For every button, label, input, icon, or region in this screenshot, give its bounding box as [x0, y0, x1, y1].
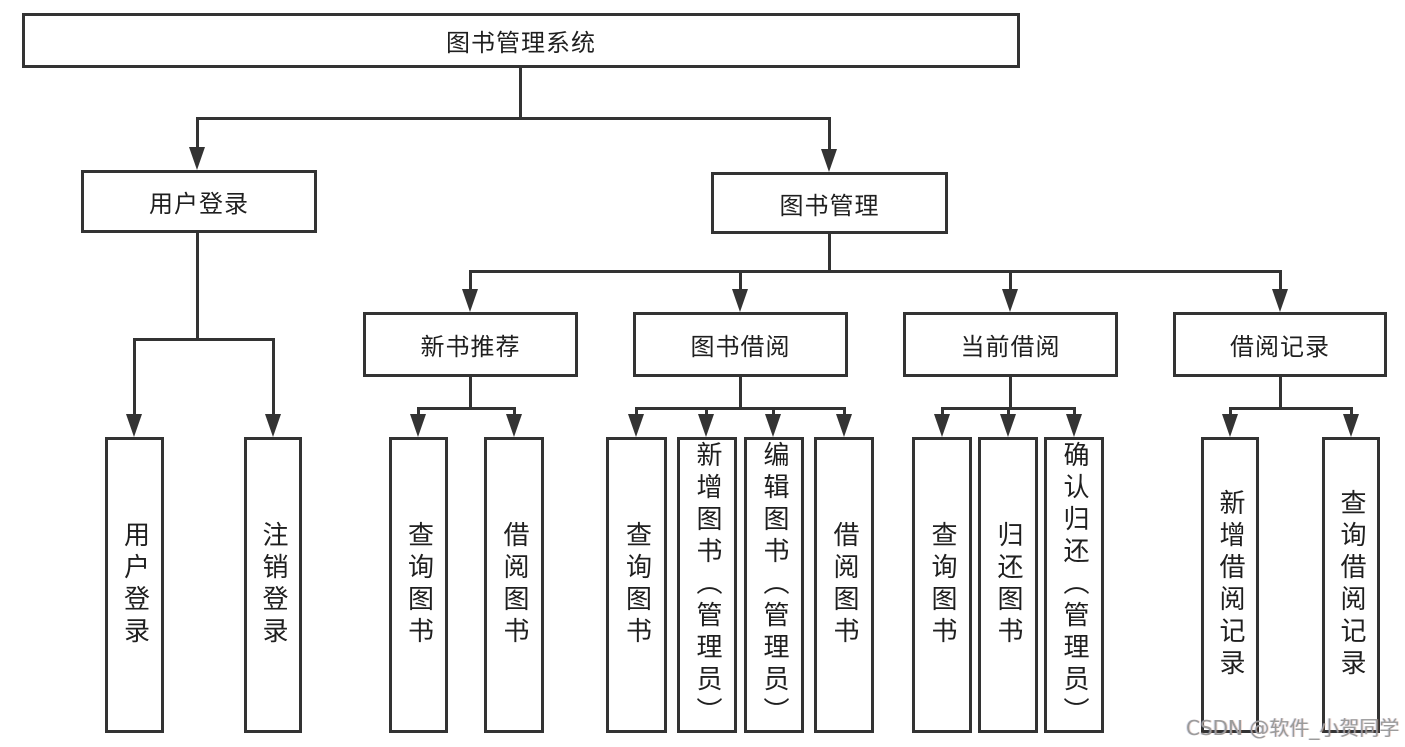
node-borrowing-records: 借阅记录 [1173, 312, 1387, 377]
node-current-borrowing-label: 当前借阅 [960, 333, 1061, 361]
connector-line [196, 233, 199, 338]
node-user-login: 用户登录 [81, 170, 317, 233]
leaf-query-books-recommend: 查询图书 [389, 437, 448, 733]
leaf-return-books: 归还图书 [978, 437, 1038, 733]
leaf-query-books-borrowing-label: 查询图书 [621, 521, 652, 649]
leaf-add-books-admin: 新增图书（管理员） [677, 437, 737, 733]
leaf-logout: 注销登录 [244, 437, 302, 733]
arrowhead-icon [1222, 414, 1238, 437]
connector-line [635, 407, 846, 410]
connector-line [133, 338, 275, 341]
connector-line [133, 338, 136, 417]
arrowhead-icon [126, 414, 142, 437]
leaf-user-login: 用户登录 [105, 437, 164, 733]
connector-line [513, 407, 516, 417]
leaf-query-books-current-label: 查询图书 [927, 521, 957, 649]
leaf-add-borrow-record-label: 新增借阅记录 [1215, 489, 1245, 681]
connector-line [739, 377, 742, 407]
node-root-label: 图书管理系统 [446, 29, 596, 57]
arrowhead-icon [1272, 289, 1288, 312]
connector-line [417, 407, 420, 417]
arrowhead-icon [836, 414, 852, 437]
arrowhead-icon [265, 414, 281, 437]
connector-line [1009, 270, 1012, 292]
arrowhead-icon [934, 414, 950, 437]
connector-line [1073, 407, 1076, 417]
leaf-logout-label: 注销登录 [258, 521, 288, 649]
arrowhead-icon [1066, 414, 1082, 437]
connector-line [469, 377, 472, 407]
arrowhead-icon [1002, 289, 1018, 312]
node-borrowing-records-label: 借阅记录 [1230, 333, 1330, 361]
node-book-management: 图书管理 [711, 172, 948, 234]
leaf-edit-books-admin-label: 编辑图书（管理员） [759, 441, 789, 729]
leaf-add-books-admin-label: 新增图书（管理员） [692, 441, 722, 729]
node-root: 图书管理系统 [22, 13, 1020, 68]
arrowhead-icon [765, 414, 781, 437]
connector-line [828, 117, 831, 152]
connector-line [1229, 407, 1353, 410]
node-user-login-label: 用户登录 [149, 190, 249, 218]
connector-line [941, 407, 944, 417]
connector-line [828, 234, 831, 270]
node-new-book-recommend: 新书推荐 [363, 312, 578, 377]
node-current-borrowing: 当前借阅 [903, 312, 1118, 377]
leaf-user-login-label: 用户登录 [119, 521, 150, 649]
leaf-query-books-recommend-label: 查询图书 [403, 521, 434, 649]
leaf-add-borrow-record: 新增借阅记录 [1201, 437, 1259, 733]
connector-line [272, 338, 275, 417]
arrowhead-icon [732, 289, 748, 312]
arrowhead-icon [410, 414, 426, 437]
connector-line [705, 407, 708, 417]
csdn-watermark: CSDN @软件_小贺同学 [1186, 716, 1400, 740]
node-book-borrowing: 图书借阅 [633, 312, 848, 377]
node-book-borrowing-label: 图书借阅 [690, 333, 791, 361]
arrowhead-icon [1343, 414, 1359, 437]
connector-line [196, 117, 831, 120]
leaf-query-books-borrowing: 查询图书 [606, 437, 667, 733]
arrowhead-icon [1000, 414, 1016, 437]
node-new-book-recommend-label: 新书推荐 [420, 333, 521, 361]
connector-line [1009, 377, 1012, 407]
arrowhead-icon [506, 414, 522, 437]
arrowhead-icon [462, 289, 478, 312]
arrowhead-icon [189, 147, 205, 170]
connector-line [196, 117, 199, 150]
leaf-borrow-books: 借阅图书 [814, 437, 874, 733]
connector-line [635, 407, 638, 417]
arrowhead-icon [628, 414, 644, 437]
connector-line [1007, 407, 1010, 417]
connector-line [1279, 270, 1282, 292]
connector-line [519, 68, 522, 118]
leaf-confirm-return-admin: 确认归还（管理员） [1044, 437, 1104, 733]
leaf-query-books-current: 查询图书 [912, 437, 972, 733]
connector-line [1229, 407, 1232, 417]
node-book-management-label: 图书管理 [779, 191, 880, 220]
connector-line [1350, 407, 1353, 417]
connector-line [843, 407, 846, 417]
leaf-borrow-books-recommend-label: 借阅图书 [499, 521, 529, 649]
connector-line [1279, 377, 1282, 407]
connector-line [469, 270, 1282, 273]
leaf-return-books-label: 归还图书 [993, 521, 1023, 649]
connector-line [772, 407, 775, 417]
connector-line [417, 407, 516, 410]
leaf-edit-books-admin: 编辑图书（管理员） [744, 437, 804, 733]
leaf-confirm-return-admin-label: 确认归还（管理员） [1059, 441, 1089, 729]
connector-line [469, 270, 472, 292]
leaf-query-borrow-record: 查询借阅记录 [1322, 437, 1380, 733]
leaf-query-borrow-record-label: 查询借阅记录 [1336, 489, 1366, 681]
leaf-borrow-books-recommend: 借阅图书 [484, 437, 544, 733]
arrowhead-icon [698, 414, 714, 437]
arrowhead-icon [821, 149, 837, 172]
connector-line [739, 270, 742, 292]
leaf-borrow-books-label: 借阅图书 [829, 521, 859, 649]
